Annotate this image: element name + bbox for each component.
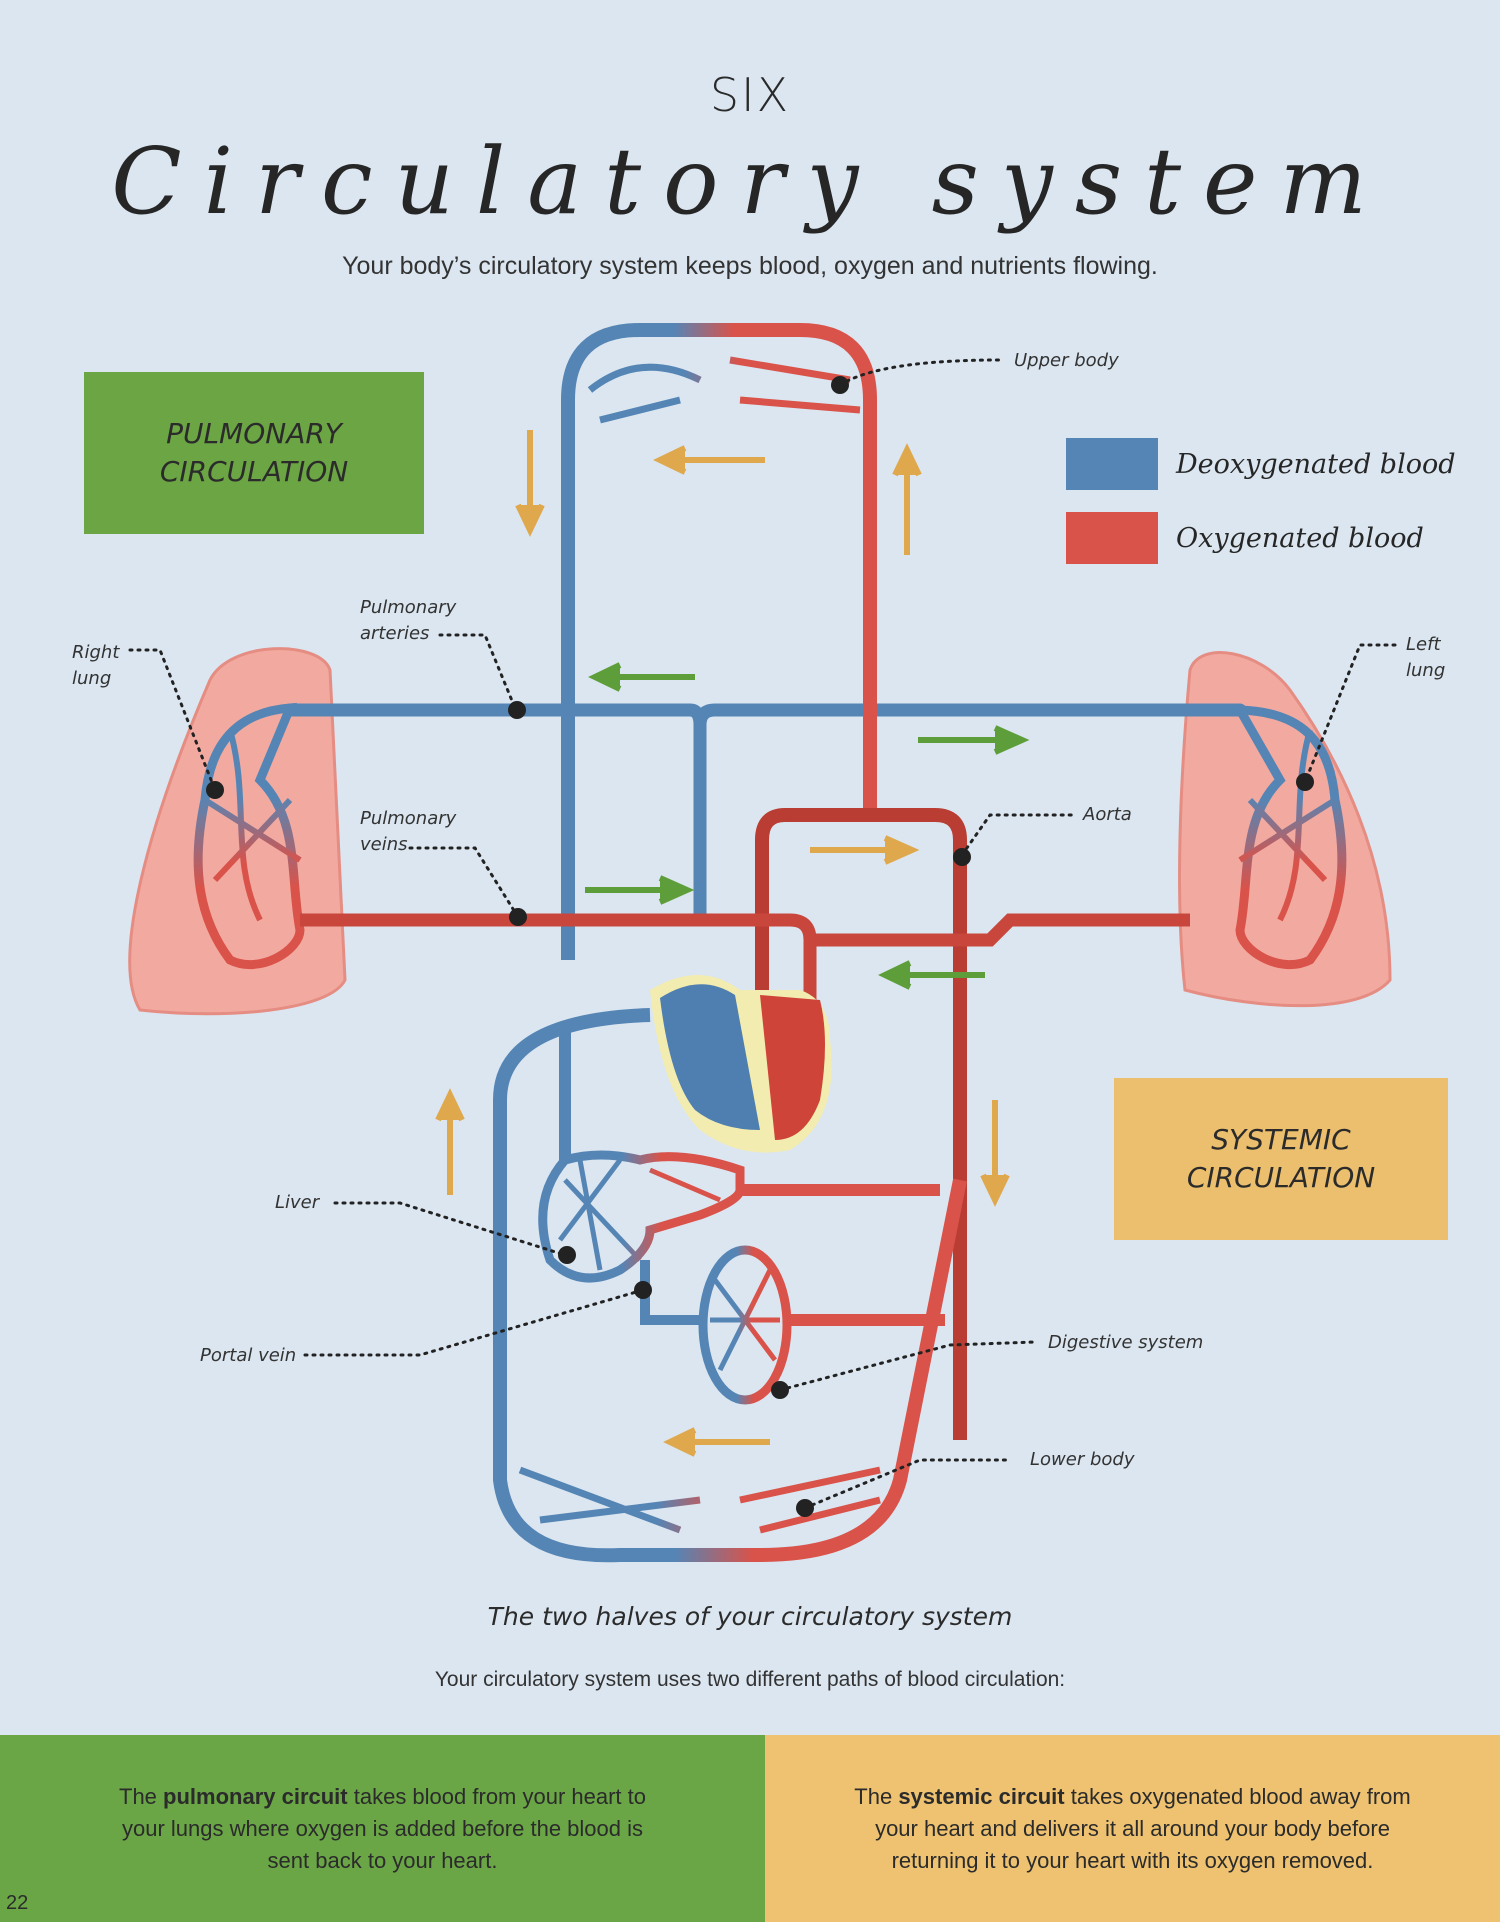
text-prefix: The <box>119 1783 164 1809</box>
aorta-dot <box>953 848 971 866</box>
callout-aorta: Aorta <box>1083 804 1132 825</box>
legend-item-deoxygenated: Deoxygenated blood <box>1066 438 1456 490</box>
caption-title: The two halves of your circulatory syste… <box>487 1602 1013 1631</box>
pulmonary-veins-dot <box>509 908 527 926</box>
systemic-circuit-text: The systemic circuit takes oxygenated bl… <box>838 1781 1428 1877</box>
lower-body-loop <box>493 1008 967 1563</box>
systemic-circuit-term: systemic circuit <box>898 1783 1065 1809</box>
arrow-left-orange-2 <box>663 1427 770 1457</box>
arrow-up-orange <box>892 443 922 555</box>
legend-item-oxygenated: Oxygenated blood <box>1066 512 1456 564</box>
callout-liver: Liver <box>275 1192 320 1213</box>
callout-left-lung: Left lung <box>1406 634 1446 681</box>
left-lung <box>1178 651 1392 1008</box>
callout-portal-vein: Portal vein <box>200 1345 297 1366</box>
right-lung <box>128 647 347 1016</box>
pulmonary-arteries <box>283 703 1247 927</box>
arrow-right-green-2 <box>585 875 695 905</box>
callout-leaders <box>128 358 1397 1510</box>
callout-digestive-system: Digestive system <box>1048 1332 1204 1353</box>
callout-dots <box>206 376 1314 1517</box>
callout-pulmonary-arteries: Pulmonary arteries <box>360 597 457 644</box>
digestive-system-dot <box>771 1381 789 1399</box>
lower-body-dot <box>796 1499 814 1517</box>
liver <box>538 1030 940 1283</box>
upper-body-dot <box>831 376 849 394</box>
text-prefix: The <box>854 1783 899 1809</box>
arrow-down-orange <box>515 430 545 537</box>
legend: Deoxygenated blood Oxygenated blood <box>1066 438 1456 564</box>
callout-lower-body: Lower body <box>1030 1449 1135 1470</box>
deoxygenated-swatch <box>1066 438 1158 490</box>
pulmonary-veins <box>300 913 1190 1000</box>
systemic-circulation-box: SYSTEMIC CIRCULATION <box>1114 1078 1448 1240</box>
arrow-left-orange <box>653 445 765 475</box>
systemic-circuit-panel: The systemic circuit takes oxygenated bl… <box>765 1735 1500 1922</box>
pulmonary-circulation-box: PULMONARY CIRCULATION <box>84 372 424 534</box>
pulmonary-circuit-text: The pulmonary circuit takes blood from y… <box>103 1781 663 1877</box>
pulmonary-circuit-panel: The pulmonary circuit takes blood from y… <box>0 1735 765 1922</box>
text-rest: takes blood from your heart to your lung… <box>121 1783 646 1873</box>
liver-dot <box>558 1246 576 1264</box>
legend-label: Oxygenated blood <box>1176 522 1424 554</box>
chapter-number: SIX <box>709 68 791 122</box>
oxygenated-swatch <box>1066 512 1158 564</box>
arrow-down-orange-2 <box>980 1100 1010 1207</box>
intro-text: Your body’s circulatory system keeps blo… <box>342 252 1158 280</box>
portal-vein-dot <box>634 1281 652 1299</box>
digestive-system <box>640 1245 945 1405</box>
arrow-left-green-2 <box>878 960 985 990</box>
callout-upper-body: Upper body <box>1014 350 1119 371</box>
pulmonary-arteries-dot <box>508 701 526 719</box>
arrow-up-orange-2 <box>435 1088 465 1195</box>
aorta <box>755 808 967 1440</box>
arrow-right-green <box>918 725 1030 755</box>
upper-body-loop <box>561 323 877 960</box>
legend-label: Deoxygenated blood <box>1176 448 1456 480</box>
pulmonary-circuit-term: pulmonary circuit <box>163 1783 348 1809</box>
left-lung-dot <box>1296 773 1314 791</box>
heart <box>650 975 832 1153</box>
page-number: 22 <box>6 1892 29 1914</box>
callout-pulmonary-veins: Pulmonary veins <box>360 808 457 855</box>
page-title: Circulatory system <box>111 128 1389 235</box>
callout-right-lung: Right lung <box>72 642 120 689</box>
caption-subtitle: Your circulatory system uses two differe… <box>434 1668 1066 1691</box>
text-rest: takes oxygenated blood away from your he… <box>875 1783 1411 1873</box>
flow-arrows <box>435 430 1030 1457</box>
arrow-left-green <box>588 662 695 692</box>
right-lung-dot <box>206 781 224 799</box>
arrow-right-orange <box>810 835 920 865</box>
